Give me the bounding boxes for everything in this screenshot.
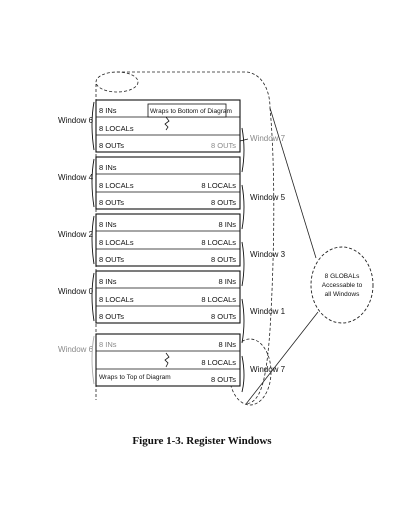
w2-locals-right: 8 LOCALs [201,238,236,247]
w0-outs: 8 OUTs [99,312,124,321]
w2-ins: 8 INs [99,220,117,229]
wrap-bottom-squiggle [164,116,170,131]
w4-locals-right: 8 LOCALs [201,181,236,190]
w6-top-ins: 8 INs [99,106,117,115]
globals-line3: all Windows [325,291,360,298]
w2-outs-right: 8 OUTs [211,255,236,264]
w2-ins-right: 8 INs [218,220,236,229]
right-label-window-3: Window 3 [250,250,286,259]
left-label-window-6-top: Window 6 [58,116,94,125]
w4-locals: 8 LOCALs [99,181,134,190]
w0-locals: 8 LOCALs [99,295,134,304]
w4-ins: 8 INs [99,163,117,172]
left-label-window-4: Window 4 [58,173,94,182]
globals-line2: Accessable to [322,282,363,289]
w6-bottom-ins-right: 8 INs [218,340,236,349]
left-label-window-6-bottom: Window 6 [58,345,94,354]
globals-ellipse [310,246,374,324]
figure-caption: Figure 1-3. Register Windows [132,435,272,447]
w6-top-outs-right: 8 OUTs [211,141,236,150]
window-2-frame [95,213,241,267]
w0-locals-right: 8 LOCALs [201,295,236,304]
w6-bottom-locals-right: 8 LOCALs [201,358,236,367]
wrap-top-note: Wraps to Top of Diagram [99,374,171,381]
w6-bottom-ins: 8 INs [99,340,117,349]
w6-top-outs: 8 OUTs [99,141,124,150]
globals-connector-top [269,107,317,259]
w4-outs-right: 8 OUTs [211,198,236,207]
right-label-window-1: Window 1 [250,307,286,316]
right-cylinder-side [245,107,275,405]
right-label-window-7-top: Window 7 [250,134,286,143]
right-cylinder-top-arc [246,71,271,109]
w0-outs-right: 8 OUTs [211,312,236,321]
w0-ins: 8 INs [99,277,117,286]
w4-outs: 8 OUTs [99,198,124,207]
w6-top-locals: 8 LOCALs [99,124,134,133]
left-label-window-2: Window 2 [58,230,94,239]
w2-outs: 8 OUTs [99,255,124,264]
globals-connector-bottom [245,311,319,405]
cylinder-top-ellipse [95,71,139,93]
w2-locals: 8 LOCALs [99,238,134,247]
globals-line1: 8 GLOBALs [325,273,360,280]
w6-bottom-outs-right: 8 OUTs [211,375,236,384]
w0-ins-right: 8 INs [218,277,236,286]
right-label-window-7-bottom: Window 7 [250,365,286,374]
wrap-top-squiggle [164,352,170,368]
wrap-top-box [97,370,167,382]
left-label-window-0: Window 0 [58,287,94,296]
wrap-bottom-box [147,103,227,118]
wrap-bottom-note: Wraps to Bottom of Diagram [150,108,232,115]
window-4-frame [95,156,241,210]
right-label-window-5: Window 5 [250,193,286,202]
window-0-frame [95,270,241,324]
